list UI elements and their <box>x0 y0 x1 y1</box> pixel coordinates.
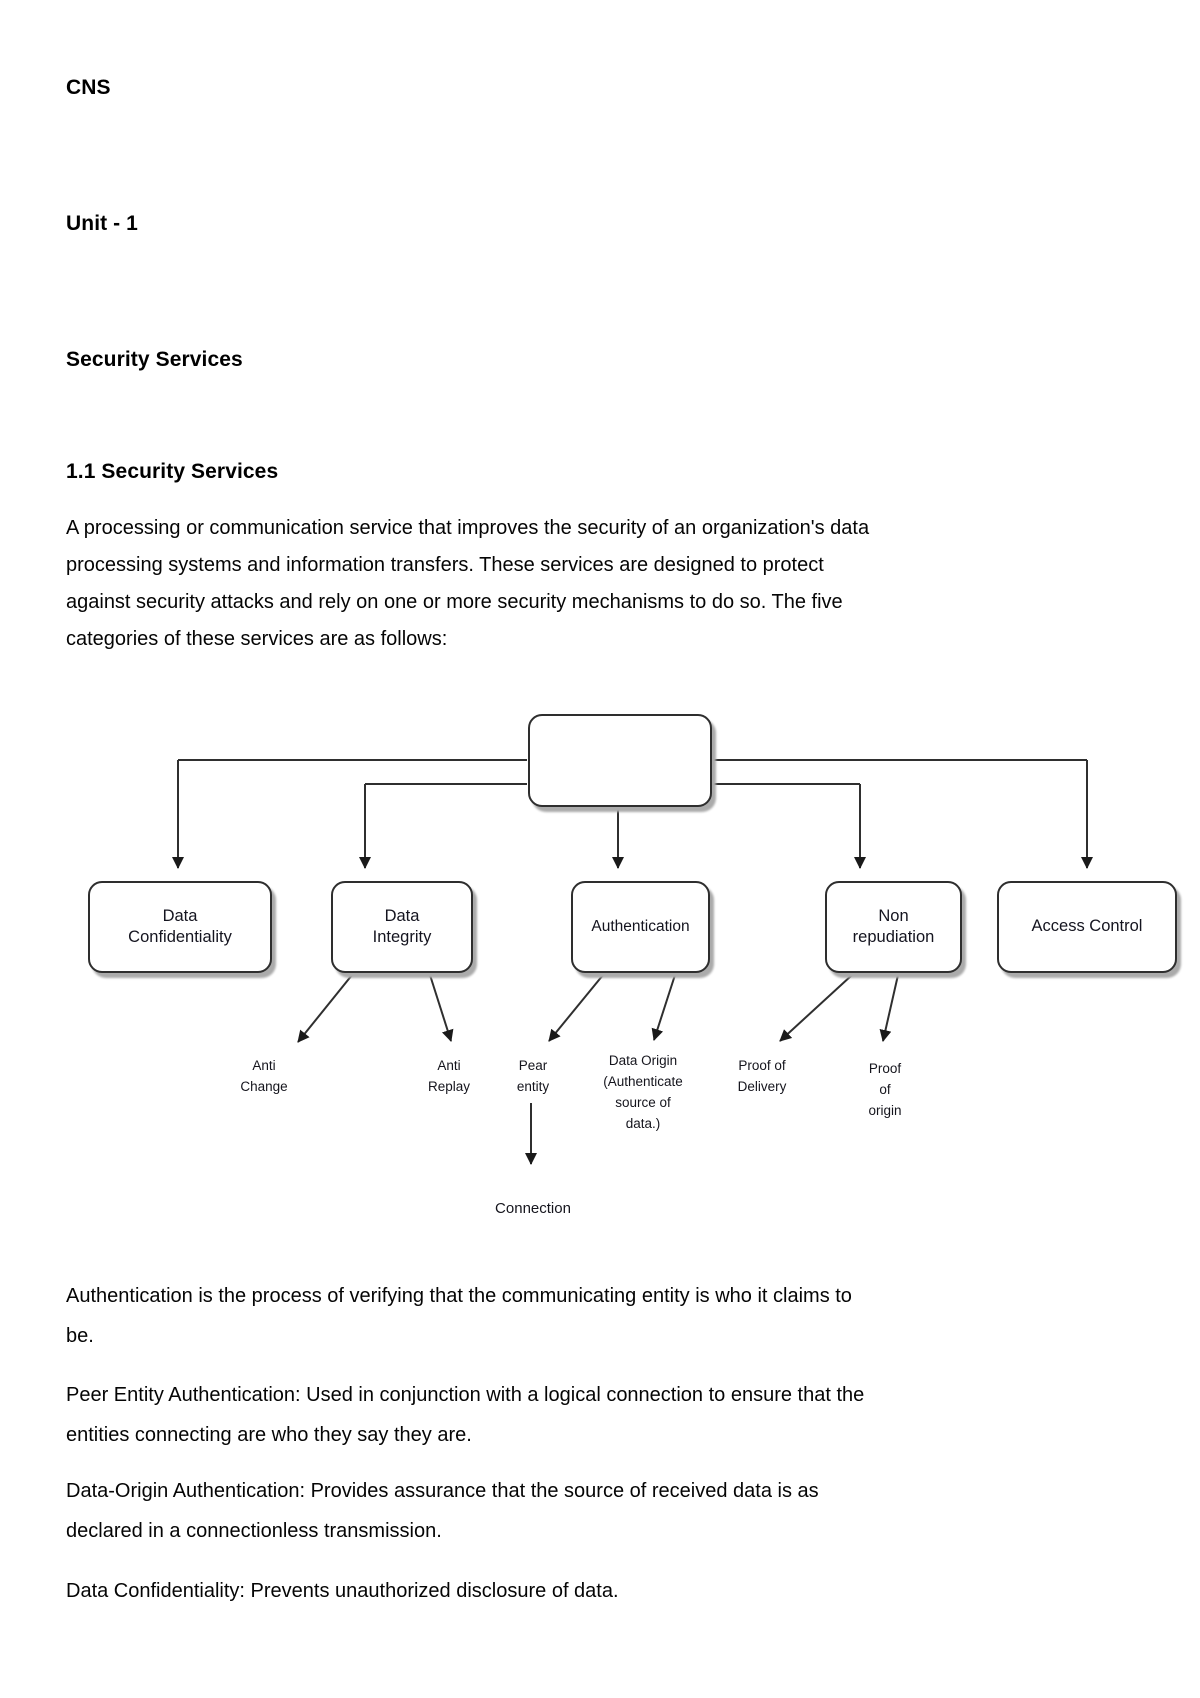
label-anti-replay: Anti Replay <box>427 1058 471 1094</box>
label-data-origin: Data Origin (Authenticate source of data… <box>603 1053 683 1131</box>
service-box-access-control: Access Control <box>997 881 1177 973</box>
page-title: CNS <box>66 76 111 99</box>
label-proof-of-origin: Proof of origin <box>868 1061 902 1118</box>
service-box-non-repudiation: Non repudiation <box>825 881 962 973</box>
label-anti-change: Anti Change <box>240 1058 288 1094</box>
service-box-data-integrity: Data Integrity <box>331 881 473 973</box>
intro-paragraph: A processing or communication service th… <box>66 517 870 650</box>
paragraph-authentication: Authentication is the process of verifyi… <box>66 1285 852 1347</box>
service-box-authentication: Authentication <box>571 881 710 973</box>
subsection-heading: 1.1 Security Services <box>66 460 279 483</box>
label-connection: Connection <box>495 1200 571 1217</box>
label-proof-of-delivery: Proof of Delivery <box>737 1058 787 1094</box>
paragraph-data-confidentiality: Data Confidentiality: Prevents unauthori… <box>66 1580 619 1602</box>
root-box <box>528 714 712 807</box>
unit-heading: Unit - 1 <box>66 212 138 235</box>
paragraph-peer-entity-auth: Peer Entity Authentication: Used in conj… <box>66 1384 865 1446</box>
paragraph-data-origin-auth: Data-Origin Authentication: Provides ass… <box>66 1480 819 1542</box>
label-pear-entity: Pear entity <box>516 1058 550 1094</box>
section-heading: Security Services <box>66 348 243 371</box>
service-box-data-confidentiality: Data Confidentiality <box>88 881 272 973</box>
